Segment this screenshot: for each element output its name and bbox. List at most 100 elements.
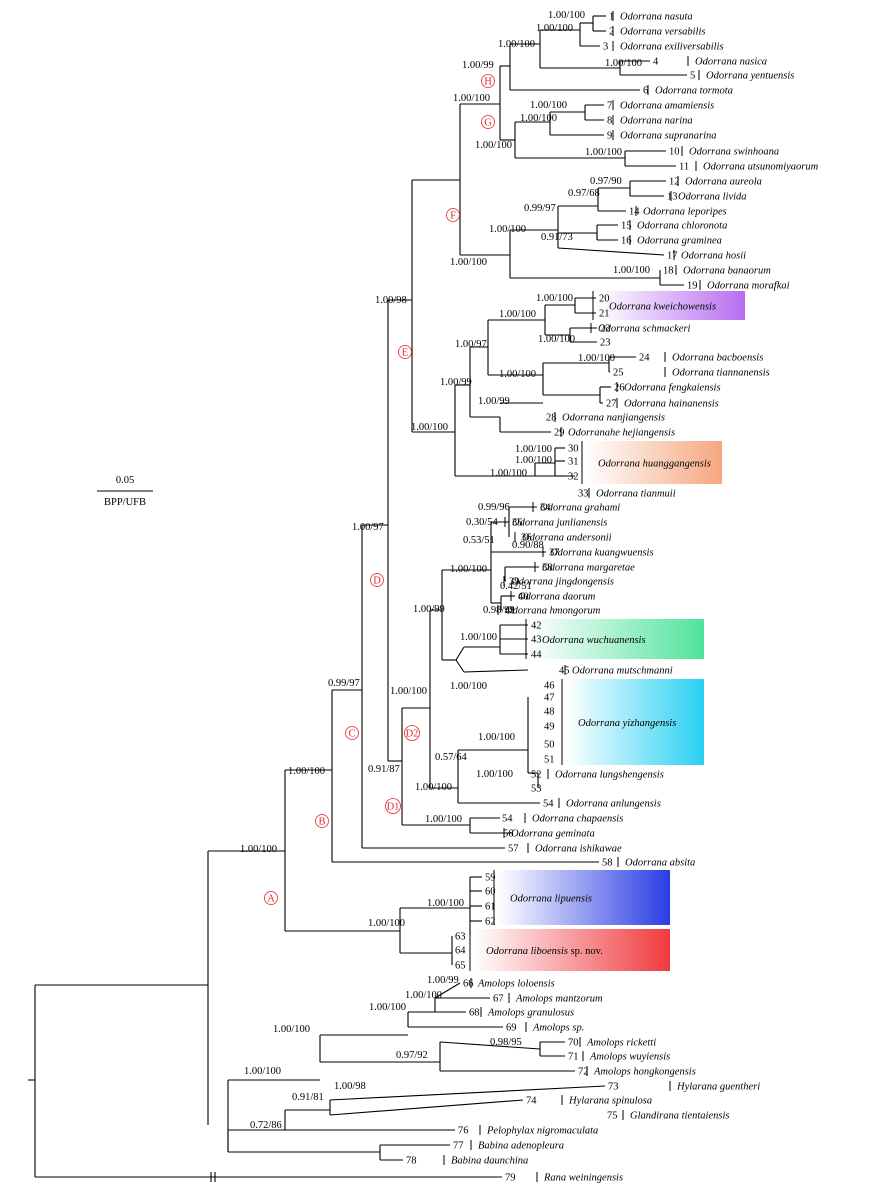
tip-number: 34 <box>540 503 551 514</box>
tip-number: 50 <box>544 740 555 751</box>
tip-number: 37 <box>549 548 560 559</box>
tip-species-name: Odorrana livida <box>678 192 747 203</box>
support-value: 1.00/100 <box>425 814 462 825</box>
tip-59: 59 <box>485 873 496 884</box>
tip-species-name: Odorrana versabilis <box>620 27 705 38</box>
support-value: 1.00/100 <box>515 444 552 455</box>
tip-number: 16 <box>621 236 632 247</box>
branch-segment <box>329 1099 524 1116</box>
tip-species-name: Pelophylax nigromaculata <box>486 1126 598 1137</box>
group-species-name: Odorrana liboensis sp. nov. <box>486 946 603 957</box>
tip-species-name: Odorrana geminata <box>511 829 595 840</box>
tip-species-name: Odorrana hmongorum <box>505 606 601 617</box>
group-species-name: Odorrana yizhangensis <box>578 718 676 729</box>
support-value: 1.00/100 <box>585 147 622 158</box>
tip-number: 63 <box>455 932 466 943</box>
group-species-name: Odorrana kweichowensis <box>609 302 716 313</box>
group-highlight <box>498 870 670 925</box>
svg-text:G: G <box>484 118 492 129</box>
tree-branches <box>28 15 687 1182</box>
support-value: 1.00/100 <box>288 766 325 777</box>
tip-number: 2 <box>609 27 614 38</box>
support-value: 0.91/73 <box>541 232 573 243</box>
tip-32: 32 <box>568 472 579 483</box>
group-highlight <box>530 619 704 659</box>
tip-number: 38 <box>542 563 553 574</box>
support-value: 0.97/90 <box>590 176 622 187</box>
tip-number: 69 <box>506 1023 517 1034</box>
support-value: 1.00/100 <box>450 681 487 692</box>
support-value: 1.00/99 <box>478 396 510 407</box>
support-value: 0.98/95 <box>490 1037 522 1048</box>
support-value: 1.00/100 <box>427 898 464 909</box>
support-value: 1.00/97 <box>352 522 384 533</box>
support-value: 1.00/100 <box>520 113 557 124</box>
species-group-box: Odorrana kweichowensis <box>592 291 745 320</box>
tip-species-name: Odorrana banaorum <box>683 266 771 277</box>
clade-marker-B: B <box>315 814 329 828</box>
tip-species-name: Amolops sp. <box>532 1023 584 1034</box>
support-value: 1.00/100 <box>536 23 573 34</box>
tip-number: 25 <box>613 368 624 379</box>
tip-number: 43 <box>531 635 542 646</box>
support-value: 1.00/97 <box>455 339 487 350</box>
tip-21: 21 <box>599 309 610 320</box>
tip-30: 30 <box>568 444 579 455</box>
tip-species-name: Odorrana junlianensis <box>512 518 607 529</box>
tip-number: 14 <box>629 207 640 218</box>
tip-species-name: Odorrana daorum <box>518 592 596 603</box>
tip-species-name: Odorrana utsunomiyaorum <box>703 162 819 173</box>
branch-segment <box>455 659 465 673</box>
tip-species-name: Odorrana margaretae <box>542 563 635 574</box>
tip-60: 60 <box>485 887 496 898</box>
svg-text:H: H <box>484 77 492 88</box>
tip-number: 42 <box>531 621 542 632</box>
tip-number: 46 <box>544 681 555 692</box>
group-species-name: Odorrana wuchuanensis <box>542 635 646 646</box>
tip-number: 67 <box>493 994 504 1005</box>
tip-number: 56 <box>503 829 514 840</box>
tip-number: 61 <box>485 902 496 913</box>
tip-number: 73 <box>608 1082 619 1093</box>
tip-69: 69 Amolops sp. <box>506 1022 584 1034</box>
tip-number: 9 <box>607 131 612 142</box>
tip-species-name: Odorrana leporipes <box>643 207 727 218</box>
tip-number: 4 <box>653 57 659 68</box>
tip-species-name: Odorrana hosii <box>681 251 746 262</box>
node-support-values: 1.00/100 1.00/100 1.00/100 1.00/99 1.00/100 1… <box>240 10 650 1131</box>
tip-species-name: Odorrana andersonii <box>522 533 612 544</box>
tip-species-name: Odorrana nasica <box>695 57 767 68</box>
tip-species-name: Odorranahe hejiangensis <box>568 428 675 439</box>
tip-number: 45 <box>559 666 570 677</box>
tip-species-name: Odorrana kuangwuensis <box>550 548 654 559</box>
species-group-box: Odorrana wuchuanensis <box>525 619 704 659</box>
tip-number: 49 <box>544 722 555 733</box>
support-value: 1.00/100 <box>548 10 585 21</box>
tip-number: 36 <box>521 533 532 544</box>
tip-number: 59 <box>485 873 496 884</box>
svg-text:A: A <box>267 894 275 905</box>
tip-63: 63 <box>455 932 466 943</box>
tip-species-name: Odorrana chapaensis <box>532 814 623 825</box>
tip-species-name: Odorrana tormota <box>655 86 733 97</box>
support-value: 1.00/100 <box>613 265 650 276</box>
tip-species-name: Odorrana nanjiangensis <box>562 413 665 424</box>
